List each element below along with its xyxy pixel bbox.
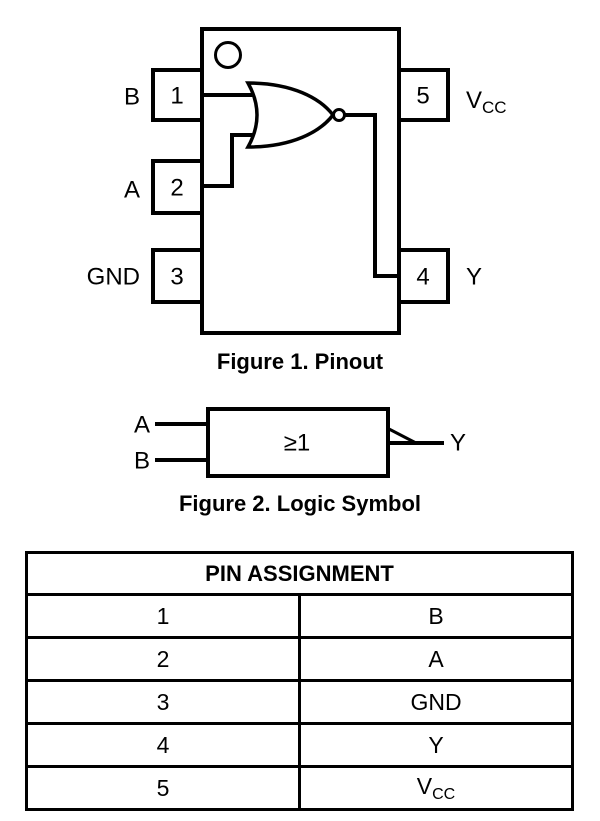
pin-assignment-title: PIN ASSIGNMENT xyxy=(25,551,574,596)
pin-box-2 xyxy=(151,159,204,215)
pin-number-1: 1 xyxy=(170,83,183,110)
wire-gate-to-pin4 xyxy=(344,113,399,278)
input-label-b: B xyxy=(134,448,150,475)
pinout-diagram: 1 2 3 5 4 B A GND VCC Y xyxy=(87,27,507,335)
input-label-a: A xyxy=(134,412,150,439)
vcc-label-sub: CC xyxy=(482,98,507,117)
signal-cell: B xyxy=(298,593,574,639)
logic-box xyxy=(206,407,390,478)
pin-number-cell: 2 xyxy=(25,636,301,682)
table-row: 4 Y xyxy=(25,722,574,768)
pin-label-vcc: VCC xyxy=(466,87,507,117)
table-row: 2 A xyxy=(25,636,574,682)
vcc-cell-sub: CC xyxy=(432,785,456,803)
pin-label-a: A xyxy=(124,177,140,204)
negation-wedge xyxy=(388,427,417,445)
pin-label-y: Y xyxy=(466,264,482,291)
pin-box-5 xyxy=(397,68,450,122)
pin-assignment-table: PIN ASSIGNMENT 1 B 2 A 3 GND 4 Y 5 VCC xyxy=(25,551,574,811)
pin-number-3: 3 xyxy=(170,264,183,291)
pin-number-4: 4 xyxy=(416,264,429,291)
figure2-caption: Figure 2. Logic Symbol xyxy=(178,491,422,516)
pin-number-cell: 4 xyxy=(25,722,301,768)
pin-label-gnd: GND xyxy=(87,264,140,291)
chip-body xyxy=(200,27,401,335)
pin-number-5: 5 xyxy=(416,83,429,110)
inverter-bubble xyxy=(332,108,346,122)
table-row: 3 GND xyxy=(25,679,574,725)
pin-number-cell: 1 xyxy=(25,593,301,639)
orientation-dot xyxy=(214,41,242,69)
table-row: 1 B xyxy=(25,593,574,639)
vcc-label-base: V xyxy=(466,87,482,114)
vcc-cell-base: V xyxy=(416,772,433,799)
output-label-y: Y xyxy=(450,430,466,457)
table-header-row: PIN ASSIGNMENT xyxy=(25,551,574,596)
pin-box-1 xyxy=(151,68,204,122)
nor-gate xyxy=(245,81,336,149)
table-row: 5 VCC xyxy=(25,765,574,811)
pin-number-cell: 5 xyxy=(25,765,301,811)
signal-cell: GND xyxy=(298,679,574,725)
signal-cell: VCC xyxy=(298,765,574,811)
signal-cell: Y xyxy=(298,722,574,768)
logic-symbol-diagram: ≥1 A B Y xyxy=(134,407,466,478)
pin-number-cell: 3 xyxy=(25,679,301,725)
pin-number-2: 2 xyxy=(170,175,183,202)
iec-or-label: ≥1 xyxy=(284,430,311,457)
pin-box-3 xyxy=(151,248,204,304)
pin-label-b: B xyxy=(124,84,140,111)
signal-cell: A xyxy=(298,636,574,682)
figure1-caption: Figure 1. Pinout xyxy=(216,349,384,374)
pin-box-4 xyxy=(397,248,450,304)
